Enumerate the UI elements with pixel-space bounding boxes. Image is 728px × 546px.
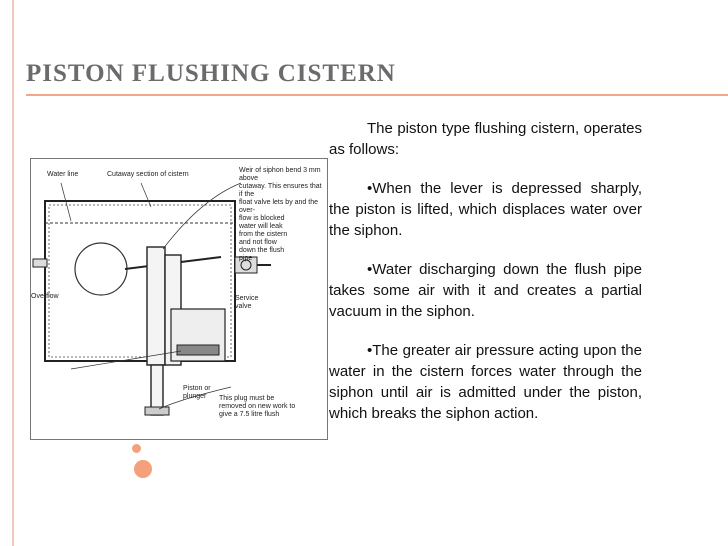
label-service-valve: Service valve — [235, 295, 259, 310]
piston-plunger — [176, 344, 220, 356]
paragraph-pressure: •The greater air pressure acting upon th… — [329, 342, 642, 422]
leader-piston — [70, 350, 182, 370]
left-edge-rule — [12, 0, 14, 546]
label-cutaway: Cutaway section of cistern — [107, 171, 189, 178]
leader-water-line — [60, 182, 72, 222]
overflow-pipe — [32, 258, 48, 268]
cistern-diagram-drawing — [32, 182, 271, 416]
cutaway-section — [48, 204, 232, 358]
dot-small — [132, 444, 141, 453]
cistern-body — [44, 200, 236, 362]
flush-pipe-plug — [144, 406, 170, 416]
slide-title: PISTON FLUSHING CISTERN — [26, 60, 396, 87]
leader-plug — [158, 386, 232, 410]
dot-large — [134, 460, 152, 478]
siphon-tube — [146, 246, 166, 366]
title-underline — [26, 94, 728, 96]
label-piston: Piston or plunger — [183, 385, 211, 400]
body-text: The piston type flushing cistern, operat… — [329, 118, 642, 442]
paragraph-lever: •When the lever is depressed sharply, th… — [329, 180, 642, 239]
leader-weir — [162, 182, 242, 250]
label-overflow: Overflow — [31, 293, 59, 300]
label-water-line: Water line — [47, 171, 79, 178]
service-valve-wheel — [240, 259, 252, 271]
paragraph-discharge: •Water discharging down the flush pipe t… — [329, 261, 642, 320]
label-plug: This plug must be removed on new work to… — [219, 395, 296, 418]
label-weir: Weir of siphon bend 3 mm above cutaway. … — [239, 167, 322, 262]
leader-cutaway — [140, 182, 152, 208]
paragraph-intro: The piston type flushing cistern, operat… — [329, 120, 642, 158]
float-ball — [74, 242, 128, 296]
cistern-diagram: Water line Cutaway section of cistern We… — [30, 158, 328, 440]
